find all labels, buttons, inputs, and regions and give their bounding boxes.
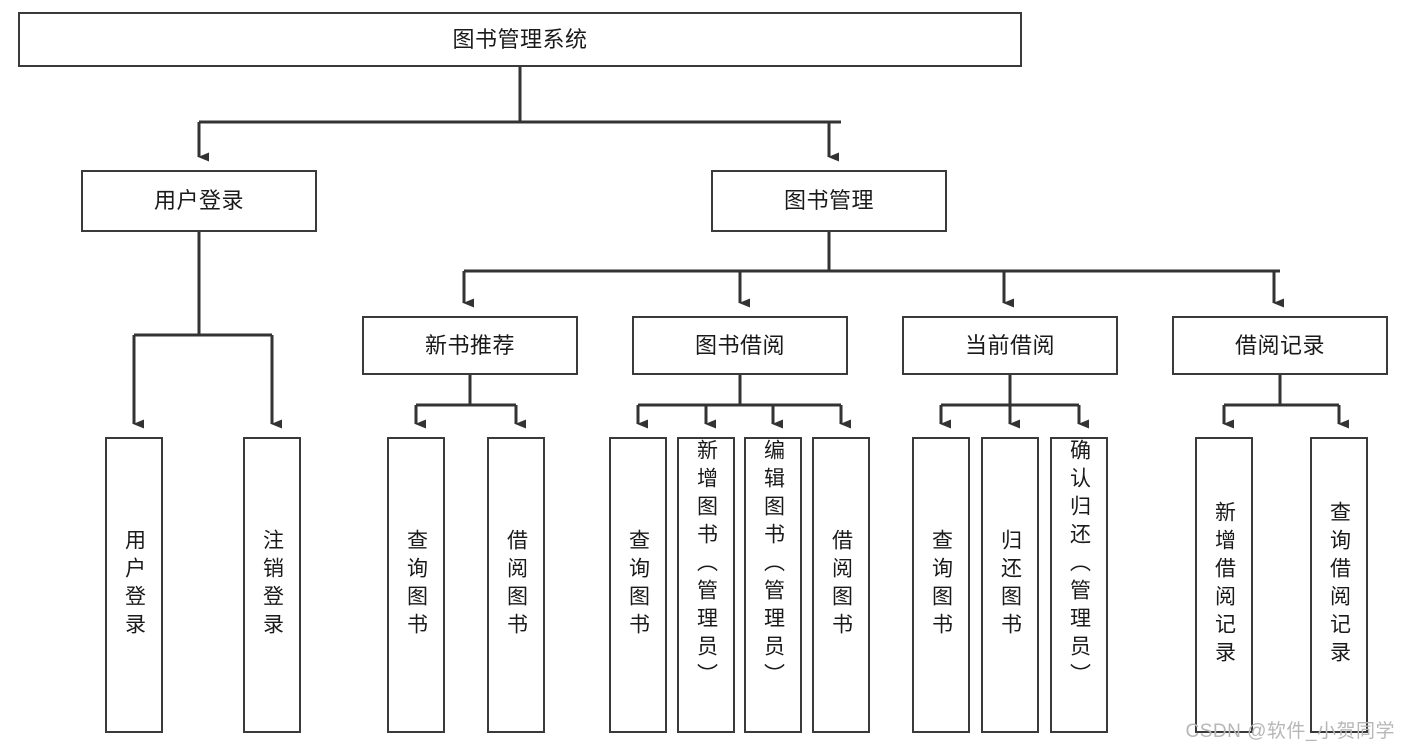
- node-leaf-borrow-book[interactable]: 借阅图书: [812, 437, 870, 733]
- node-leaf-user-login[interactable]: 用户登录: [105, 437, 163, 733]
- node-label: 确认归还（管理员）: [1067, 439, 1091, 691]
- node-label: 用户登录: [153, 188, 244, 214]
- node-label: 查询借阅记录: [1327, 501, 1351, 669]
- node-label: 当前借阅: [964, 332, 1055, 358]
- node-book-borrow[interactable]: 图书借阅: [632, 316, 848, 375]
- node-label: 编辑图书（管理员）: [761, 439, 785, 691]
- node-label: 新书推荐: [424, 332, 515, 358]
- node-label: 查询图书: [929, 529, 953, 641]
- node-label: 新增借阅记录: [1212, 501, 1236, 669]
- node-label: 新增图书（管理员）: [694, 439, 718, 691]
- node-label: 图书借阅: [694, 332, 785, 358]
- node-leaf-query-borrow-record[interactable]: 查询借阅记录: [1310, 437, 1368, 733]
- node-borrow-record[interactable]: 借阅记录: [1172, 316, 1388, 375]
- node-leaf-add-book-admin[interactable]: 新增图书（管理员）: [677, 437, 735, 733]
- node-leaf-query-book-current[interactable]: 查询图书: [912, 437, 970, 733]
- node-label: 归还图书: [998, 529, 1022, 641]
- node-leaf-add-borrow-record[interactable]: 新增借阅记录: [1195, 437, 1253, 733]
- node-label: 借阅图书: [504, 529, 528, 641]
- watermark-text: CSDN @软件_小贺同学: [1185, 721, 1395, 742]
- node-leaf-borrow-book-newbook[interactable]: 借阅图书: [487, 437, 545, 733]
- node-label: 查询图书: [404, 529, 428, 641]
- node-leaf-confirm-return-admin[interactable]: 确认归还（管理员）: [1050, 437, 1108, 733]
- node-root-book-management-system[interactable]: 图书管理系统: [18, 12, 1022, 67]
- node-new-book-recommend[interactable]: 新书推荐: [362, 316, 578, 375]
- node-book-management[interactable]: 图书管理: [711, 170, 947, 232]
- node-label: 用户登录: [122, 529, 146, 641]
- node-leaf-query-book-newbook[interactable]: 查询图书: [387, 437, 445, 733]
- node-label: 借阅记录: [1234, 332, 1325, 358]
- node-label: 借阅图书: [829, 529, 853, 641]
- node-leaf-return-book[interactable]: 归还图书: [981, 437, 1039, 733]
- node-label: 图书管理系统: [452, 26, 588, 52]
- node-current-borrow[interactable]: 当前借阅: [902, 316, 1118, 375]
- node-label: 注销登录: [260, 529, 284, 641]
- node-leaf-edit-book-admin[interactable]: 编辑图书（管理员）: [744, 437, 802, 733]
- node-label: 查询图书: [626, 529, 650, 641]
- node-user-login[interactable]: 用户登录: [81, 170, 317, 232]
- node-leaf-logout[interactable]: 注销登录: [243, 437, 301, 733]
- node-leaf-query-book-borrow[interactable]: 查询图书: [609, 437, 667, 733]
- node-label: 图书管理: [783, 188, 874, 214]
